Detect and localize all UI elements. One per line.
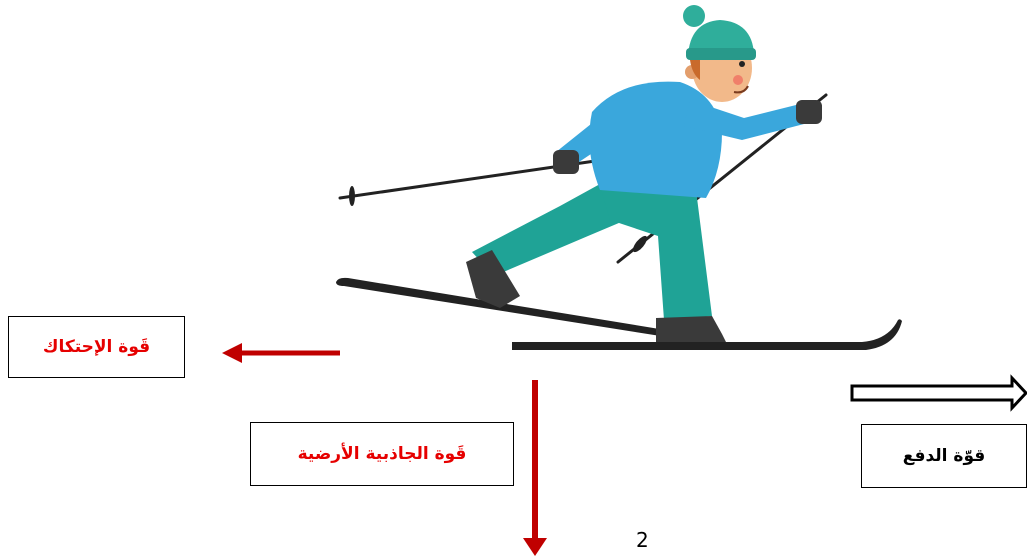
skier-eye — [739, 61, 745, 67]
friction-label-box: قَوة الإحتكاك — [8, 316, 185, 378]
skier-right-glove — [796, 100, 822, 124]
gravity-arrow — [523, 380, 547, 556]
skier-hat-pompom — [683, 5, 705, 27]
pole-basket-left — [349, 186, 355, 206]
push-arrow — [852, 378, 1026, 408]
friction-label: قَوة الإحتكاك — [43, 337, 150, 357]
skier-front-leg — [600, 186, 712, 320]
gravity-label: قَوة الجاذبية الأرضية — [298, 444, 467, 464]
skier-illustration — [336, 5, 902, 350]
skier-cheek — [733, 75, 743, 85]
skier-front-boot — [656, 316, 726, 342]
friction-arrow — [222, 343, 340, 363]
gravity-label-box: قَوة الجاذبية الأرضية — [250, 422, 514, 486]
pole-basket-right — [631, 234, 650, 254]
skier-left-glove — [553, 150, 579, 174]
push-label-box: قوّة الدفع — [861, 424, 1027, 488]
skier-hat-band — [686, 48, 756, 60]
page-number: 2 — [636, 528, 649, 552]
push-label: قوّة الدفع — [903, 446, 986, 466]
